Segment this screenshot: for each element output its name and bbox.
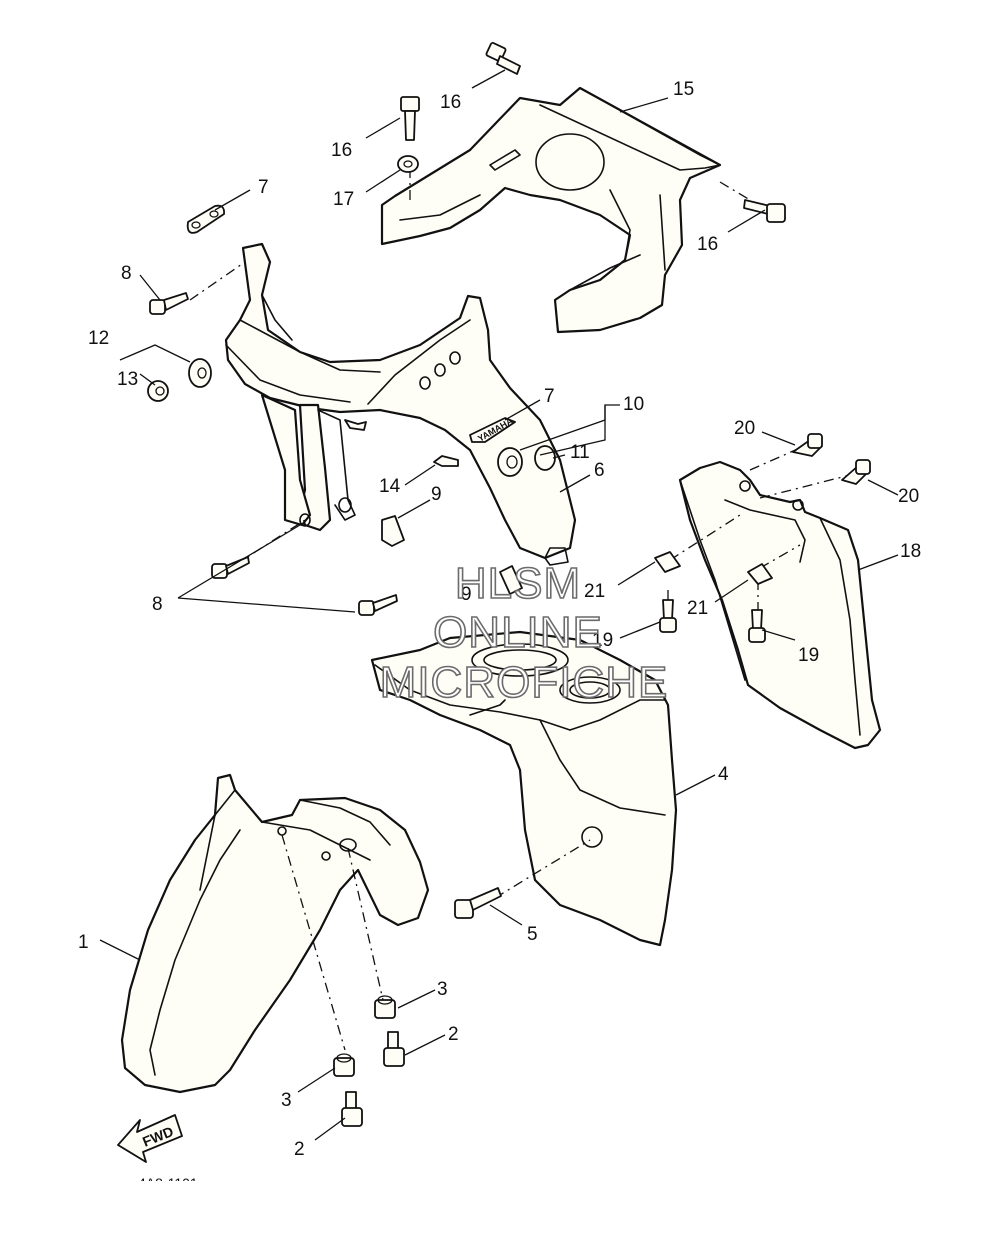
- callout-11: 11: [570, 442, 590, 463]
- bolt-2-upper-icon: [383, 1031, 405, 1067]
- clip-nut-9b-icon: [499, 565, 523, 595]
- hardware: [147, 42, 871, 1127]
- callout-21a: 21: [584, 581, 605, 602]
- screw-20-top-icon: [792, 433, 823, 457]
- grommet-7-icon: [186, 204, 225, 234]
- cap-11-icon: [534, 445, 556, 471]
- callout-7a: 7: [258, 177, 269, 198]
- callout-18: 18: [900, 541, 921, 562]
- callout-5: 5: [527, 924, 538, 945]
- part-6-front-cover: [224, 242, 577, 566]
- clip-21-right-icon: [747, 563, 773, 585]
- callout-16a: 16: [440, 92, 461, 113]
- part-15-inner-bracket: [380, 86, 722, 334]
- callout-7b: 7: [544, 386, 555, 407]
- callout-2a: 2: [448, 1024, 459, 1045]
- callout-4: 4: [718, 764, 729, 785]
- callout-2b: 2: [294, 1139, 305, 1160]
- callout-16b: 16: [331, 140, 352, 161]
- screw-20-right-icon: [841, 459, 871, 485]
- part-18-side-flap: [678, 460, 882, 750]
- callout-1: 1: [78, 932, 89, 953]
- callout-8a: 8: [121, 263, 132, 284]
- callout-20a: 20: [734, 418, 755, 439]
- washer-17-icon: [397, 155, 419, 173]
- callout-10: 10: [623, 394, 644, 415]
- grommet-10-icon: [497, 447, 523, 477]
- bolt-5-icon: [454, 887, 502, 919]
- screw-19-right-icon: [748, 609, 766, 643]
- svg-text:MICROFICHE: MICROFICHE: [380, 658, 669, 707]
- bolt-2-lower-icon: [341, 1091, 363, 1127]
- callout-14: 14: [379, 476, 401, 497]
- callout-21b: 21: [687, 598, 708, 619]
- clip-12-icon: [188, 358, 212, 388]
- nut-13-icon: [147, 380, 169, 402]
- callout-9a: 9: [431, 484, 442, 505]
- nut-3-upper-icon: [374, 995, 396, 1019]
- bolt-16-middle-icon: [400, 96, 420, 141]
- callout-12: 12: [88, 328, 109, 349]
- callout-3b: 3: [281, 1090, 292, 1111]
- clip-nut-9-icon: [381, 515, 405, 547]
- callout-19a: 19: [592, 630, 613, 651]
- screw-8-upper-icon: [149, 292, 189, 315]
- screw-8-lower-left-icon: [211, 556, 250, 579]
- watermark: HLSM ONLINE MICROFICHE: [379, 558, 669, 708]
- screw-small-icon: [344, 419, 367, 431]
- callout-3a: 3: [437, 979, 448, 1000]
- callout-9b: 9: [461, 584, 472, 605]
- callout-8b: 8: [152, 594, 163, 615]
- screw-8-lower-right-icon: [358, 594, 398, 616]
- callout-19b: 19: [798, 645, 819, 666]
- svg-text:HLSM: HLSM: [455, 559, 581, 608]
- clip-21-left-icon: [654, 551, 681, 573]
- part-4-leg-shield: [370, 630, 678, 947]
- callout-6: 6: [594, 460, 605, 481]
- callout-labels: 1 2 2 3 3 4 5 6 7 7 8 8 9 9 10 11 12 13 …: [78, 79, 921, 1160]
- svg-text:ONLINE: ONLINE: [433, 608, 603, 657]
- callout-20b: 20: [898, 486, 919, 507]
- screw-19-left-icon: [659, 599, 677, 633]
- leader-lines: [99, 69, 899, 1141]
- part-1-front-fender: [120, 773, 430, 1094]
- callout-15: 15: [673, 79, 694, 100]
- screw-14-icon: [433, 455, 459, 467]
- alignment-lines: [189, 168, 851, 1051]
- bolt-16-top-icon: [485, 42, 521, 75]
- callout-16c: 16: [697, 234, 718, 255]
- callout-13: 13: [117, 369, 138, 390]
- nut-3-lower-icon: [333, 1053, 355, 1077]
- callout-17: 17: [333, 189, 354, 210]
